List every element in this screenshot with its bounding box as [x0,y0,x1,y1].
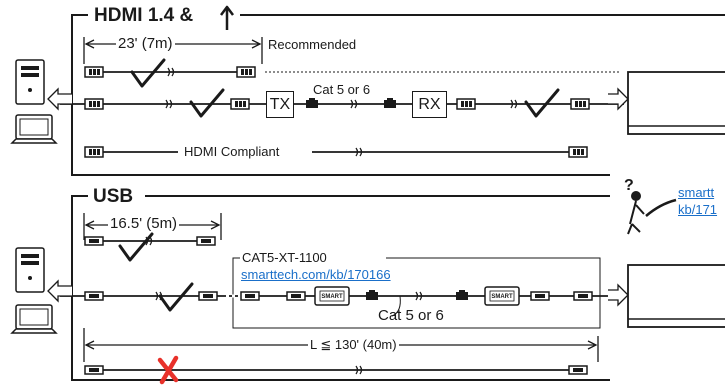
usb-output-arrow [608,283,629,307]
hdmi-cat-label: Cat 5 or 6 [313,82,371,97]
person-question-icon: ? [624,177,677,235]
computer-tower-icon [15,59,45,105]
side-note-link-line2[interactable]: kb/171 [678,202,718,217]
reject-x-icon [157,355,179,385]
rx-box: RX [412,91,447,118]
computer-tower-icon [15,247,45,293]
checkmark-icon [524,88,560,118]
hdmi-section-frame [71,14,725,176]
cat-cable-pointer [391,295,401,317]
usb-cable-short [84,236,216,246]
extender-model-label: CAT5-XT-1100 [240,250,329,265]
laptop-icon [11,304,57,334]
recommended-label: Recommended [268,37,357,52]
display-icon [627,264,725,328]
hdmi-output-arrow [608,87,629,111]
usb-cable-long-rejected [84,365,588,375]
usb-distance-label: 16.5' (5m) [108,215,180,232]
hdmi-compliant-label: HDMI Compliant [182,144,282,159]
checkmark-icon [130,58,166,88]
hdmi-cable-recommended [84,66,620,78]
svg-text:?: ? [624,177,634,194]
usb-extender-frame [232,257,601,329]
side-note-link-line1[interactable]: smartt [678,185,715,200]
hdmi-extender-chain [60,98,624,110]
hdmi-source-arrow [47,84,73,111]
usb-source-arrow [47,279,72,303]
usb-max-length-label: L ≦ 130' (40m) [308,337,399,352]
hdmi-section-title: HDMI 1.4 & [91,6,197,25]
usb-cat-label: Cat 5 or 6 [378,307,444,324]
laptop-icon [11,114,57,144]
arrow-up-icon [220,5,234,30]
checkmark-icon [158,282,194,312]
hdmi-distance-label: 23' (7m) [116,35,175,52]
extender-kb-link[interactable]: smarttech.com/kb/170166 [241,267,391,282]
usb-extender-chain [60,286,620,306]
usb-section-title: USB [90,187,137,206]
hdmi-cable-compliant [84,146,588,158]
usb-section-frame [71,195,610,381]
display-icon [627,71,725,135]
checkmark-icon [189,88,225,118]
checkmark-icon [118,232,154,262]
tx-box: TX [266,91,294,118]
